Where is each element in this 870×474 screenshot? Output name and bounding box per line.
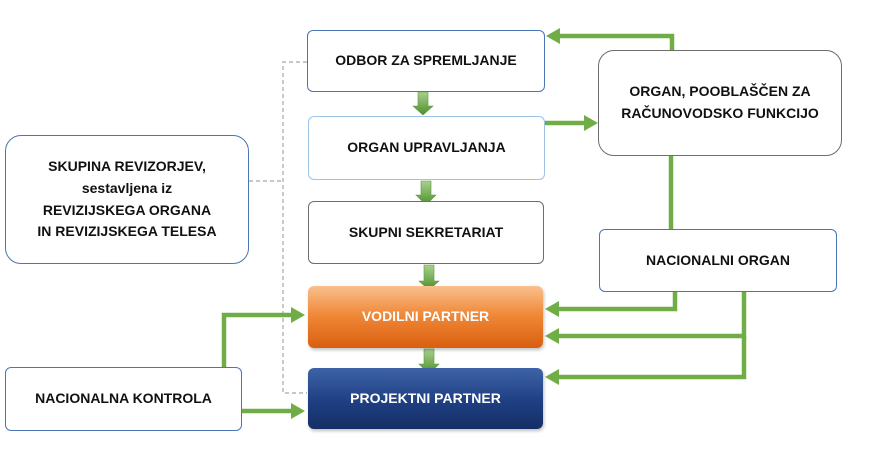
connector-racunovodska-to-odbor [558, 33, 675, 50]
audit-bracket-line [249, 61, 307, 394]
arrowhead-vodilni-in-upper [545, 301, 559, 317]
skupni-sekretariat-label: SKUPNI SEKRETARIAT [348, 223, 504, 240]
block-arrow-odbor-to-organ [412, 91, 434, 116]
arrowhead-odbor-in [546, 28, 560, 44]
connector-nacionalni-to-projektni [557, 336, 747, 380]
nacionalni-organ-box: NACIONALNI ORGAN [599, 229, 837, 292]
vodilni-partner-box: VODILNI PARTNER [308, 286, 543, 348]
organ-upravljanja-label: ORGAN UPRAVLJANJA [347, 139, 506, 156]
block-arrow-sekretariat-to-vodilni [418, 264, 440, 291]
odbor-label: ODBOR ZA SPREMLJANJE [335, 52, 517, 69]
nacionalna-kontrola-box: NACIONALNA KONTROLA [5, 367, 242, 431]
projektni-partner-box: PROJEKTNI PARTNER [308, 368, 543, 429]
arrowhead-racunovodska-in [584, 115, 598, 131]
racunovodska-label-line1: ORGAN, POOBLAŠČEN ZA [629, 83, 811, 100]
nacionalni-organ-label: NACIONALNI ORGAN [646, 251, 790, 268]
racunovodska-funkcija-box: ORGAN, POOBLAŠČEN ZA RAČUNOVODSKO FUNKCI… [598, 50, 842, 156]
connector-kontrola-to-vodilni [221, 312, 292, 367]
skupina-revizorjev-box: SKUPINA REVIZORJEV, sestavljena iz REVIZ… [5, 135, 249, 264]
nacionalna-kontrola-label: NACIONALNA KONTROLA [35, 390, 212, 407]
connector-nacionalni-to-vodilni [557, 291, 678, 312]
racunovodska-label-line2: RAČUNOVODSKO FUNKCIJO [621, 105, 819, 121]
odbor-za-spremljanje-box: ODBOR ZA SPREMLJANJE [307, 30, 545, 92]
arrowhead-vodilni-in-left [291, 307, 305, 323]
revizorji-label-line2: sestavljena iz [81, 179, 173, 196]
arrowhead-projektni-in-right [545, 369, 559, 385]
block-arrow-organ-to-sekretariat [415, 180, 437, 206]
projektni-partner-label: PROJEKTNI PARTNER [350, 389, 501, 406]
revizorji-label-line3: REVIZIJSKEGA ORGANA [42, 201, 212, 218]
revizorji-label-line1: SKUPINA REVIZORJEV, [48, 158, 206, 175]
connector-nacionalni-to-vodilni-lower [557, 291, 747, 339]
organ-upravljanja-box: ORGAN UPRAVLJANJA [308, 116, 545, 180]
skupni-sekretariat-box: SKUPNI SEKRETARIAT [308, 201, 544, 264]
revizorji-label-line4: IN REVIZIJSKEGA TELESA [37, 223, 217, 240]
arrowhead-vodilni-in-lower [545, 328, 559, 344]
vodilni-partner-label: VODILNI PARTNER [361, 308, 490, 325]
arrowhead-projektni-in-left [291, 403, 305, 419]
